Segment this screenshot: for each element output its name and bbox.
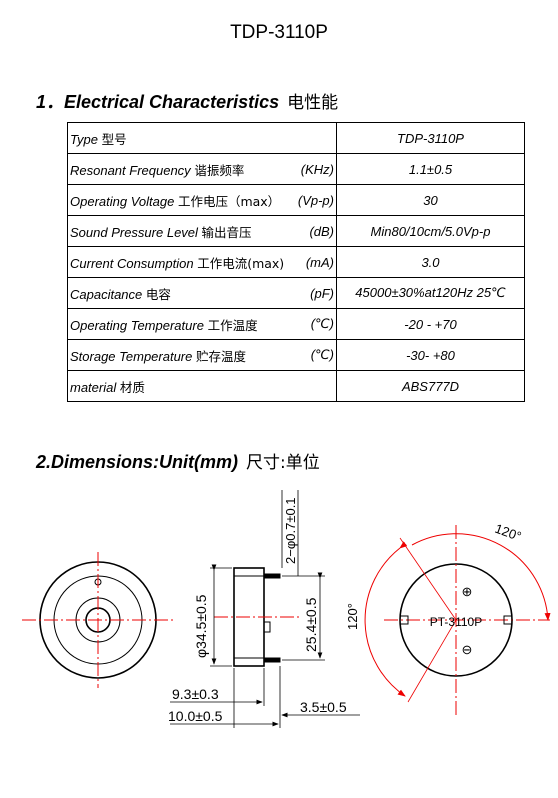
spec-unit: (KHz) (300, 161, 334, 177)
spec-row: Operating Temperature 工作温度 (℃)-20 - +70 (67, 308, 525, 340)
dimension-drawing: φ34.5±0.5 25.4±0.5 2−φ0.7±0.1 9.3±0.3 10… (22, 490, 551, 728)
spec-value: 1.1±0.5 (336, 153, 525, 185)
side-view (170, 490, 360, 728)
spec-label-cn: 型号 (101, 131, 127, 147)
dim-height-total: 10.0±0.5 (168, 708, 223, 724)
spec-unit: (℃) (310, 347, 334, 362)
spec-value: -30- +80 (336, 339, 525, 371)
spec-unit: (Vp-p) (297, 192, 334, 208)
part-label: PT-3110P (430, 615, 482, 629)
spec-unit: (pF) (310, 285, 334, 301)
section-dimensions-heading: 2.Dimensions:Unit(mm) 尺寸:单位 (36, 448, 320, 473)
dim-height-body: 9.3±0.3 (172, 686, 219, 702)
dim-pin-dia: 2−φ0.7±0.1 (283, 497, 298, 564)
spec-label-en: Storage Temperature (70, 348, 193, 364)
spec-value: 3.0 (336, 246, 525, 278)
spec-label-cn: 电容 (145, 286, 171, 302)
spec-label-en: Current Consumption (70, 255, 194, 271)
spec-label-en: Resonant Frequency (70, 162, 191, 178)
spec-value: 30 (336, 184, 525, 216)
spec-unit: (℃) (310, 316, 334, 331)
spec-row: Resonant Frequency 谐振频率 (KHz)1.1±0.5 (67, 153, 525, 185)
spec-value: TDP-3110P (336, 122, 525, 154)
spec-label-en: Operating Temperature (70, 317, 204, 333)
section-dimensions-cn: 尺寸:单位 (246, 453, 320, 473)
spec-label-cell: Resonant Frequency 谐振频率 (KHz) (67, 153, 337, 185)
spec-value: -20 - +70 (336, 308, 525, 340)
spec-row: Storage Temperature 贮存温度 (℃)-30- +80 (67, 339, 525, 371)
spec-label-cn: 谐振频率 (194, 162, 245, 178)
spec-row: Operating Voltage 工作电压（max） (Vp-p)30 (67, 184, 525, 216)
section-electrical-en: 1．Electrical Characteristics (36, 92, 280, 112)
spec-unit: (dB) (309, 223, 334, 239)
spec-label-cn: 材质 (119, 379, 145, 395)
front-view (22, 552, 174, 688)
spec-label-cell: Sound Pressure Level 输出音压 (dB) (67, 215, 337, 247)
spec-label-cn: 输出音压 (201, 224, 252, 240)
dim-pin-pitch: 25.4±0.5 (303, 597, 319, 652)
spec-label-cn: 工作电流(max) (197, 255, 285, 271)
section-electrical-cn: 电性能 (287, 93, 339, 113)
spec-row: Sound Pressure Level 输出音压 (dB)Min80/10cm/… (67, 215, 525, 247)
angle-top-label: 120° (493, 521, 523, 544)
spec-label-cn: 工作温度 (207, 317, 258, 333)
spec-value: ABS777D (336, 370, 525, 402)
spec-value: 45000±30%at120Hz 25℃ (336, 277, 525, 309)
spec-label-en: Type (70, 131, 98, 147)
dim-diameter: φ34.5±0.5 (193, 594, 209, 658)
spec-label-cn: 贮存温度 (196, 348, 247, 364)
spec-label-cell: Storage Temperature 贮存温度 (℃) (67, 339, 337, 371)
spec-row: Current Consumption 工作电流(max) (mA)3.0 (67, 246, 525, 278)
spec-label-cell: Operating Temperature 工作温度 (℃) (67, 308, 337, 340)
spec-row: Capacitance 电容 (pF)45000±30%at120Hz 25℃ (67, 277, 525, 309)
minus-terminal-icon: ⊖ (462, 642, 473, 657)
spec-value: Min80/10cm/5.0Vp-p (336, 215, 525, 247)
spec-label-cell: Type 型号 (67, 122, 337, 154)
plus-terminal-icon: ⊕ (462, 584, 473, 599)
spec-label-en: Sound Pressure Level (70, 224, 198, 240)
spec-label-cell: Capacitance 电容 (pF) (67, 277, 337, 309)
spec-label-en: Operating Voltage (70, 193, 175, 209)
spec-label-cell: Operating Voltage 工作电压（max） (Vp-p) (67, 184, 337, 216)
back-view (364, 525, 551, 715)
spec-label-en: material (70, 379, 117, 395)
spec-label-cell: material 材质 (67, 370, 337, 402)
section-electrical-heading: 1．Electrical Characteristics 电性能 (36, 88, 338, 114)
spec-label-en: Capacitance (70, 286, 143, 302)
spec-label-cn: 工作电压（max） (177, 193, 281, 209)
document-title: TDP-3110P (230, 22, 328, 43)
spec-label-cell: Current Consumption 工作电流(max) (mA) (67, 246, 337, 278)
section-dimensions-en: 2.Dimensions:Unit(mm) (36, 452, 239, 472)
dim-pin-length: 3.5±0.5 (300, 699, 347, 715)
angle-left-label: 120° (345, 603, 360, 630)
spec-unit: (mA) (305, 254, 334, 270)
